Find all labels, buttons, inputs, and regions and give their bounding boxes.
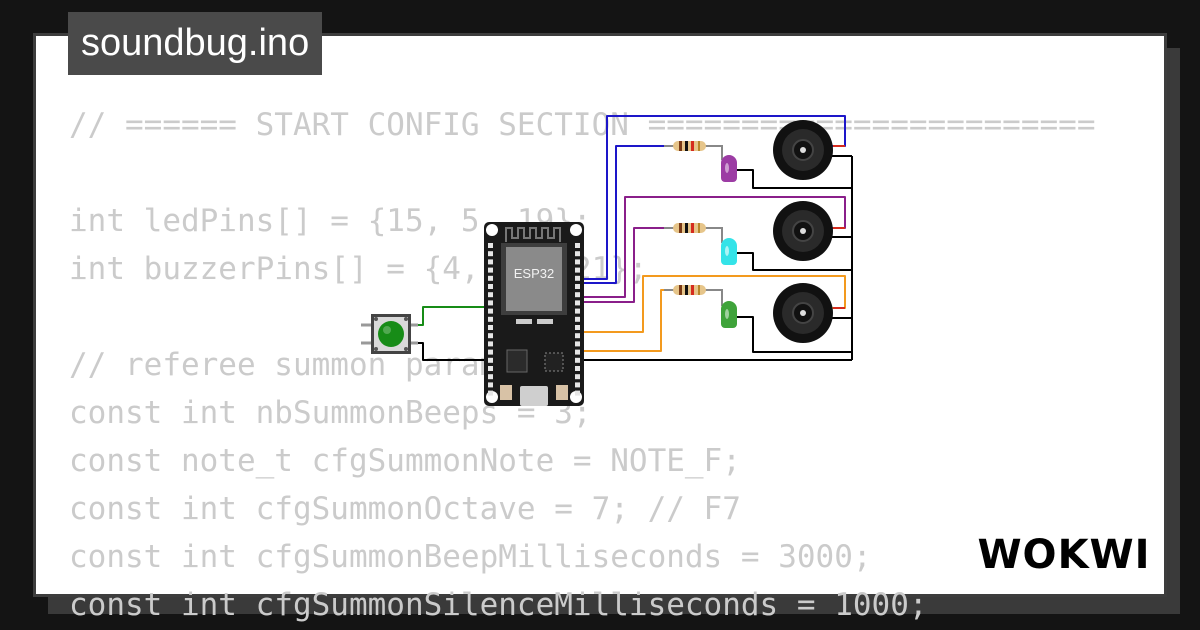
- resistor-3: [664, 285, 723, 306]
- pin-header-right: [575, 243, 580, 396]
- header-pin: [488, 357, 493, 363]
- wire-ground-led3: [736, 316, 852, 353]
- header-pin: [575, 308, 580, 314]
- header-pin: [575, 325, 580, 330]
- header-pin: [488, 390, 493, 396]
- header-pin: [488, 333, 493, 339]
- led-cyan: [721, 238, 737, 265]
- wokwi-logo: WOKWI: [977, 532, 1150, 578]
- header-pin: [575, 333, 580, 339]
- code-line-4: int buzzerPins[] = {4, 18, 21};: [69, 251, 648, 287]
- header-pin: [488, 243, 493, 248]
- header-pin: [575, 341, 580, 347]
- header-pin: [575, 366, 580, 371]
- header-pin: [488, 308, 493, 314]
- header-pin: [575, 390, 580, 396]
- header-pin: [488, 374, 493, 380]
- wire-green-button: [411, 306, 492, 326]
- header-pin: [488, 366, 493, 371]
- code-line-10: const int cfgSummonBeepMilliseconds = 30…: [69, 539, 872, 575]
- header-pin: [575, 275, 580, 281]
- header-pin: [488, 284, 493, 289]
- header-pin: [575, 300, 580, 306]
- header-pin: [488, 325, 493, 330]
- header-pin: [488, 300, 493, 306]
- header-pin: [575, 316, 580, 322]
- header-pin: [488, 267, 493, 273]
- esp32-board: ESP32: [484, 222, 584, 406]
- buzzer-2: [773, 201, 845, 261]
- header-pin: [488, 349, 493, 355]
- header-pin: [488, 259, 493, 265]
- project-title: soundbug.ino: [68, 12, 323, 75]
- led-purple: [721, 155, 737, 182]
- header-pin: [575, 349, 580, 355]
- wire-ground-led1: [736, 169, 852, 189]
- header-pin: [575, 374, 580, 380]
- header-pin: [575, 357, 580, 363]
- header-pin: [488, 382, 493, 388]
- pin-header-left: [488, 243, 493, 396]
- code-line-9: const int cfgSummonOctave = 7; // F7: [69, 491, 741, 527]
- chip-label: ESP32: [514, 266, 554, 281]
- code-line-8: const note_t cfgSummonNote = NOTE_F;: [69, 443, 741, 479]
- buzzer-1: [773, 120, 845, 180]
- header-pin: [575, 292, 580, 298]
- wire-purple-led2: [582, 227, 668, 303]
- wire-ground-led2: [736, 252, 852, 271]
- code-line-11: const int cfgSummonSilenceMilliseconds =…: [69, 587, 928, 623]
- wire-blue-led1: [582, 145, 668, 284]
- resistor-2: [664, 223, 723, 243]
- header-pin: [488, 341, 493, 347]
- header-pin: [575, 251, 580, 257]
- push-button: [361, 314, 418, 354]
- header-pin: [575, 243, 580, 248]
- resistor-1: [664, 141, 723, 160]
- wokwi-logo-text: WOKWI: [977, 532, 1150, 578]
- header-pin: [575, 382, 580, 388]
- header-pin: [488, 292, 493, 298]
- code-line-7: const int nbSummonBeeps = 3;: [69, 395, 592, 431]
- header-pin: [575, 267, 580, 273]
- header-pin: [575, 284, 580, 289]
- buzzer-3: [773, 283, 845, 343]
- header-pin: [488, 275, 493, 281]
- wire-orange-led3: [582, 289, 668, 352]
- header-pin: [488, 316, 493, 322]
- led-green: [721, 301, 737, 328]
- header-pin: [488, 251, 493, 257]
- preview-card: // ====== START CONFIG SECTION =========…: [33, 33, 1167, 623]
- code-background: // ====== START CONFIG SECTION =========…: [69, 101, 1096, 629]
- header-pin: [575, 259, 580, 265]
